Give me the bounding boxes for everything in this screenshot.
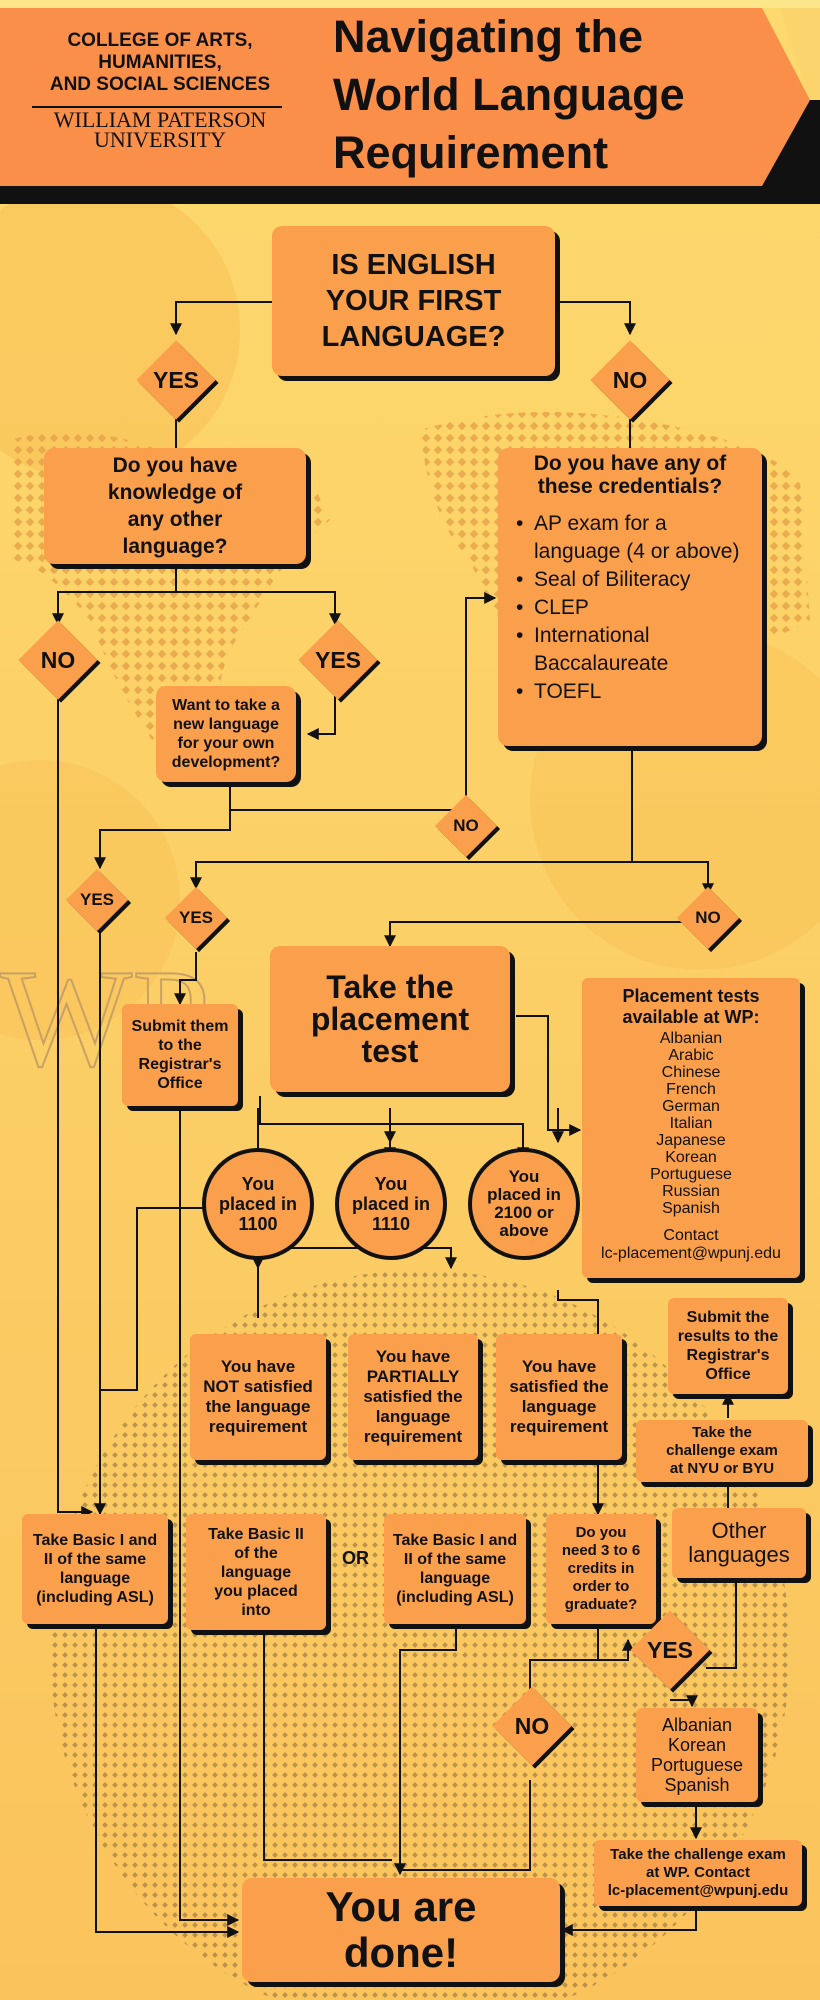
placement-language: Spanish: [662, 1200, 720, 1217]
page-title: Navigating the World Language Requiremen…: [333, 11, 685, 178]
challenge-exam-wp: Take the challenge exam at WP. Contact l…: [594, 1840, 802, 1906]
or-label: OR: [342, 1548, 369, 1568]
wp-challenge-languages: Albanian Korean Portuguese Spanish: [636, 1708, 758, 1802]
placement-language: Arabic: [668, 1047, 714, 1064]
placement-language: Japanese: [656, 1132, 726, 1149]
satisfied-requirement: You have satisfied the language requirem…: [496, 1334, 622, 1460]
decision-yes-credits: YES: [630, 1610, 713, 1693]
contact-email[interactable]: lc-placement@wpunj.edu: [601, 1245, 781, 1262]
take-basic-1-2-middle: Take Basic I and II of the same language…: [384, 1514, 526, 1624]
question-english-first-language: IS ENGLISH YOUR FIRST LANGUAGE?: [272, 226, 555, 376]
placement-language: German: [662, 1098, 720, 1115]
decision-no-knowledge: NO: [18, 620, 101, 703]
not-satisfied-requirement: You have NOT satisfied the language requ…: [190, 1334, 326, 1460]
credential-item: Seal of Biliteracy: [512, 566, 756, 594]
credential-item: TOEFL: [512, 678, 756, 706]
submit-results-registrar: Submit the results to the Registrar's Of…: [668, 1298, 788, 1394]
take-basic-2: Take Basic II of the language you placed…: [186, 1514, 326, 1630]
college-name: COLLEGE OF ARTS, HUMANITIES, AND SOCIAL …: [49, 30, 271, 95]
question-need-credits: Do you need 3 to 6 credits in order to g…: [546, 1514, 656, 1624]
partially-satisfied-requirement: You have PARTIALLY satisfied the languag…: [348, 1334, 478, 1460]
take-basic-1-2-left: Take Basic I and II of the same language…: [22, 1514, 168, 1624]
question-new-language: Want to take a new language for your own…: [156, 686, 296, 782]
college-logo: COLLEGE OF ARTS, HUMANITIES, AND SOCIAL …: [30, 30, 290, 152]
decision-no-new-language: NO: [434, 794, 501, 861]
placement-language: Korean: [665, 1149, 717, 1166]
decision-yes-credentials: YES: [164, 886, 231, 953]
placed-2100-circle: You placed in 2100 or above: [468, 1148, 580, 1260]
take-placement-test: Take the placement test: [270, 946, 510, 1092]
placement-language: Portuguese: [650, 1166, 732, 1183]
decision-no-credentials: NO: [676, 886, 743, 953]
contact-label: Contact: [663, 1227, 719, 1244]
decision-yes-english: YES: [136, 340, 219, 423]
placement-language: Albanian: [659, 1030, 723, 1047]
placement-tests-available: Placement tests available at WP: Albania…: [582, 978, 800, 1278]
other-languages: Other languages: [672, 1508, 806, 1578]
decision-yes-new-language: YES: [65, 868, 132, 935]
placement-language: Italian: [669, 1115, 713, 1132]
credential-item: International Baccalaureate: [512, 622, 756, 678]
credential-item: AP exam for a language (4 or above): [512, 510, 756, 566]
placed-1110-circle: You placed in 1110: [335, 1148, 447, 1260]
decision-no-credits: NO: [492, 1686, 575, 1769]
decision-no-english: NO: [590, 340, 673, 423]
decision-yes-knowledge: YES: [298, 620, 381, 703]
challenge-contact-email[interactable]: lc-placement@wpunj.edu: [607, 1882, 789, 1899]
credential-item: CLEP: [512, 594, 756, 622]
challenge-exam-nyu-byu: Take the challenge exam at NYU or BYU: [636, 1420, 808, 1482]
submit-to-registrar: Submit them to the Registrar's Office: [122, 1004, 238, 1106]
question-credentials: Do you have any of these credentials? AP…: [498, 448, 762, 746]
placement-language: Chinese: [661, 1064, 721, 1081]
header-band: [0, 0, 820, 204]
you-are-done: You are done!: [242, 1878, 560, 1982]
placement-language: Russian: [662, 1183, 720, 1200]
question-knowledge-other-language: Do you have knowledge of any other langu…: [44, 448, 306, 564]
placement-language: French: [666, 1081, 716, 1098]
placed-1100-circle: You placed in 1100: [202, 1148, 314, 1260]
credentials-list: AP exam for a language (4 or above) Seal…: [504, 510, 756, 706]
university-name: WILLIAM PATERSON UNIVERSITY: [53, 107, 267, 152]
